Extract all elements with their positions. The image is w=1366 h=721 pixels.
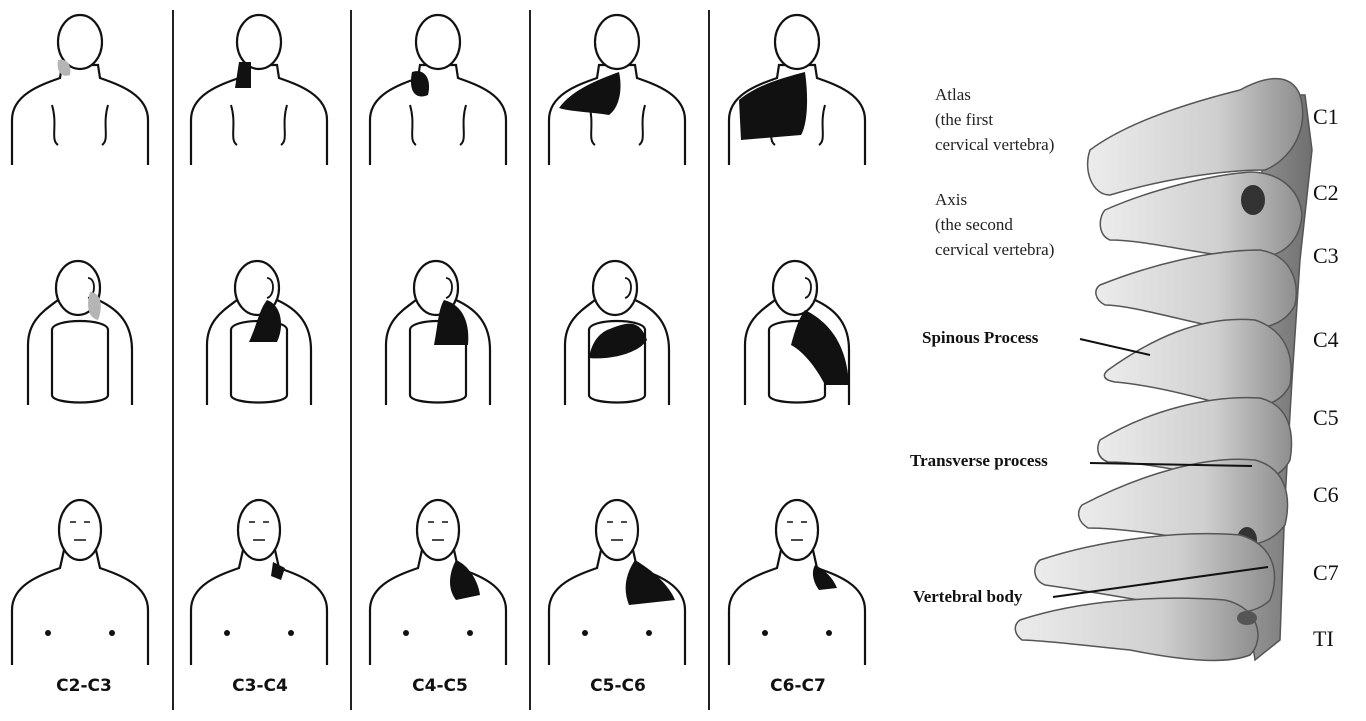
vertebral-body-label: Vertebral body <box>913 587 1022 607</box>
vertebra-label-c4: C4 <box>1313 327 1339 353</box>
vertebra-label-t1: TI <box>1313 626 1334 652</box>
atlas-label-sub2: cervical vertebra) <box>935 135 1054 155</box>
vertebra-label-c3: C3 <box>1313 243 1339 269</box>
vertebra-label-c5: C5 <box>1313 405 1339 431</box>
t1-foramen <box>1237 611 1257 625</box>
axis-label-sub2: cervical vertebra) <box>935 240 1054 260</box>
t1-bone <box>1015 598 1258 660</box>
spinous-process-leader <box>1080 339 1150 355</box>
vertebra-label-c7: C7 <box>1313 560 1339 586</box>
vertebra-label-c6: C6 <box>1313 482 1339 508</box>
atlas-label: Atlas <box>935 85 971 105</box>
transverse-process-label: Transverse process <box>910 451 1048 471</box>
c2-foramen <box>1241 185 1265 215</box>
axis-label-sub1: (the second <box>935 215 1013 235</box>
vertebra-label-c1: C1 <box>1313 104 1339 130</box>
atlas-label-sub1: (the first <box>935 110 993 130</box>
c6-bone <box>1079 459 1288 545</box>
spinous-process-label: Spinous Process <box>922 328 1038 348</box>
c3-bone <box>1096 250 1296 330</box>
axis-label: Axis <box>935 190 967 210</box>
c4-bone <box>1104 319 1291 406</box>
vertebra-label-c2: C2 <box>1313 180 1339 206</box>
